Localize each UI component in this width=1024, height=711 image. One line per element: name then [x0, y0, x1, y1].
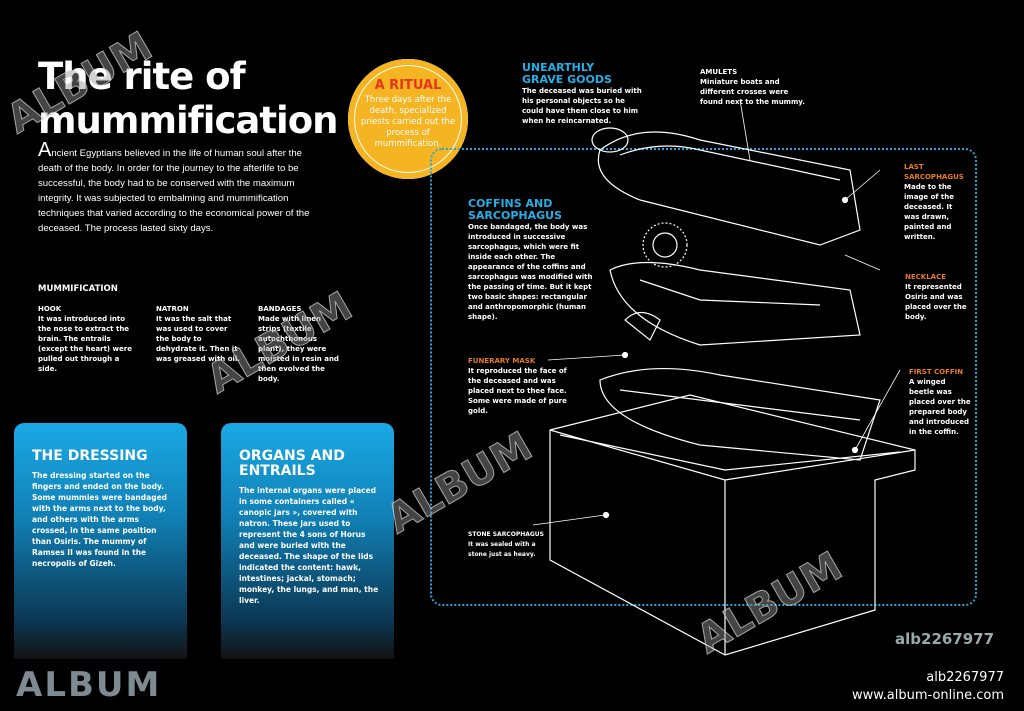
album-logo: ALBUM — [16, 665, 162, 705]
mummification-title: MUMMIFICATION — [38, 284, 118, 294]
illustration-frame — [430, 148, 977, 606]
site-url[interactable]: www.album-online.com — [851, 688, 1004, 703]
image-id: alb2267977 — [926, 670, 1004, 685]
page-title: The rite of mummification — [38, 55, 339, 142]
image-id-watermark: alb2267977 — [895, 630, 995, 648]
intro-text: Ancient Egyptians believed in the life o… — [38, 139, 310, 234]
